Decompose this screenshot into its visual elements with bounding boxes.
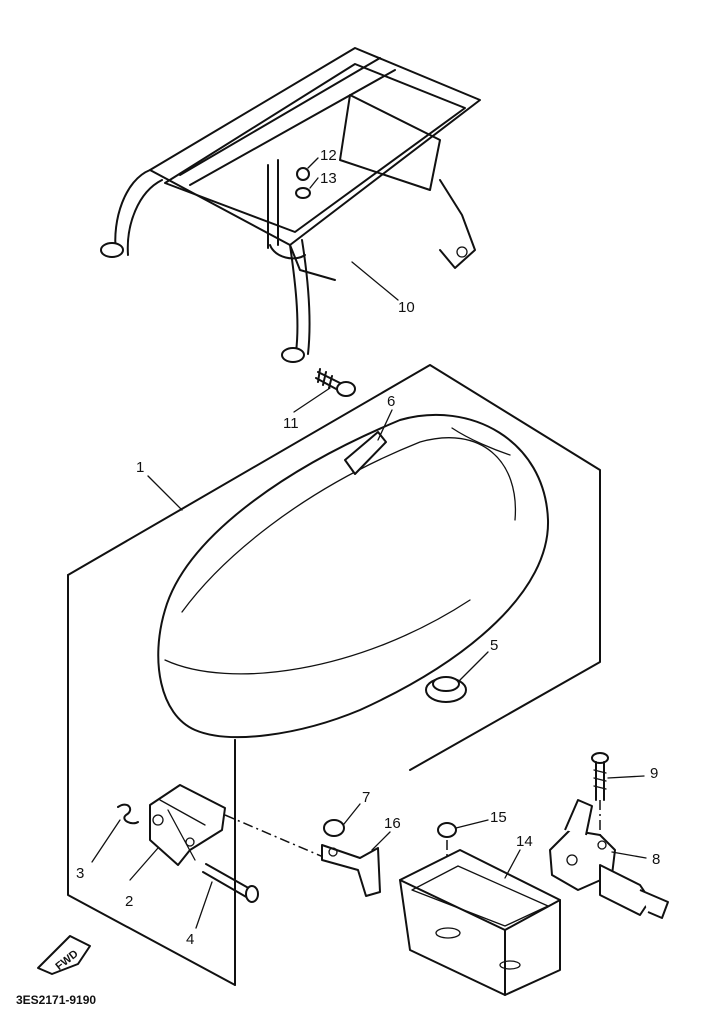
rear-carrier [100,47,481,363]
seat [157,413,550,738]
fwd-arrow-icon: FWD [37,935,91,975]
storage-box-14 [399,849,561,996]
callout-12: 12 [320,147,337,164]
nut-7 [323,819,345,837]
callout-1: 1 [136,459,144,476]
seat-explode-outline [67,364,601,986]
diagram-code: 3ES2171-9190 [16,993,96,1007]
bolt-9 [591,752,609,835]
seat-lock-8 [549,799,669,919]
bolt-11 [315,368,356,397]
hinge-axis-line [224,814,336,863]
washer-13 [295,187,311,199]
callout-15: 15 [490,809,507,826]
bracket-16 [321,844,381,897]
callout-6: 6 [387,393,395,410]
grommet-5 [425,676,467,703]
callout-8: 8 [652,851,660,868]
callout-3: 3 [76,865,84,882]
pin-4 [202,863,259,903]
callout-10: 10 [398,299,415,316]
clip-3 [117,803,139,825]
seat-hinge-2 [149,784,226,866]
callout-9: 9 [650,765,658,782]
callout-2: 2 [125,893,133,910]
callout-5: 5 [490,637,498,654]
callout-14: 14 [516,833,533,850]
callout-4: 4 [186,931,194,948]
nut-12 [296,167,310,181]
callout-7: 7 [362,789,370,806]
callout-11: 11 [283,415,299,432]
leader-lines [91,157,647,929]
callout-13: 13 [320,170,337,187]
callout-16: 16 [384,815,401,832]
